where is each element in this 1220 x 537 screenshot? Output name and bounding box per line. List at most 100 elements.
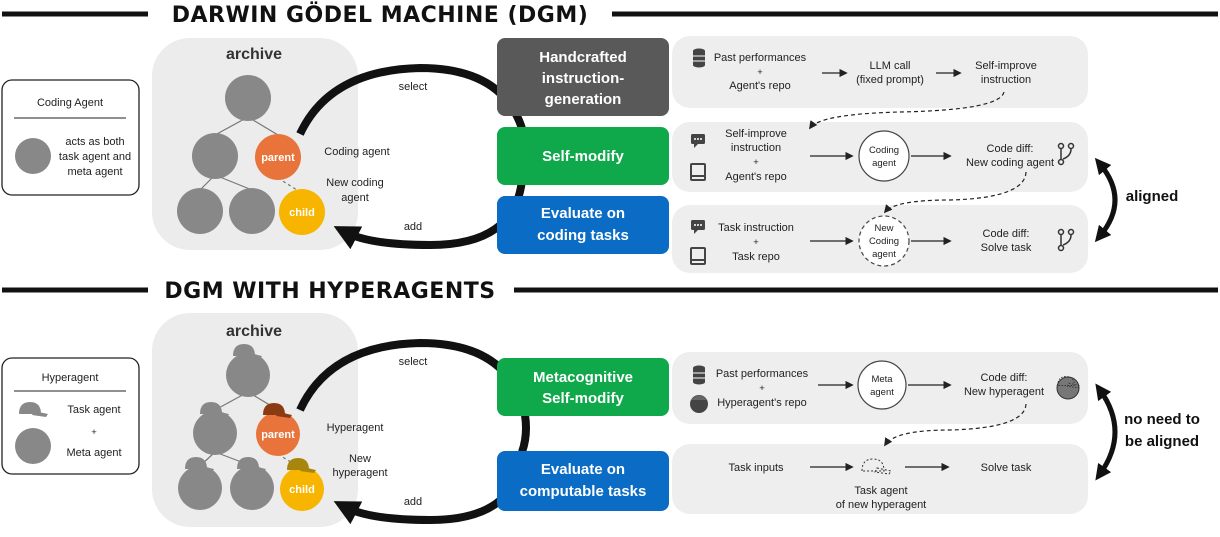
head-icon [1056, 376, 1081, 400]
select-arc [296, 338, 530, 454]
dashed-connector [883, 171, 1027, 214]
step-evaluate-computable: Evaluate on computable tasks [497, 451, 669, 511]
archive-node [226, 353, 270, 397]
row-text: instruction [731, 142, 781, 154]
hyperagent-legend: Hyperagent Task agent + Meta agent [1, 357, 140, 475]
archive-node [177, 188, 223, 234]
child-node [280, 467, 324, 511]
row-text: Self-improve [725, 128, 787, 140]
step-metacognitive-self-modify: Metacognitive Self-modify [497, 358, 669, 416]
archive-node [178, 466, 222, 510]
step-label: generation [545, 91, 622, 108]
row-text: Code diff: [981, 372, 1028, 384]
aligned-label: aligned [1126, 188, 1179, 205]
new-hyperagent-label: hyperagent [332, 467, 387, 479]
parent-node [256, 412, 300, 456]
row-text: Task agent [854, 485, 907, 497]
row-text: Task instruction [718, 222, 794, 234]
legend-line: meta agent [67, 166, 122, 178]
new-hyperagent-label: New [349, 453, 371, 465]
row-text: New hyperagent [964, 386, 1044, 398]
node-text: Meta [871, 374, 893, 385]
book-icon [690, 247, 706, 265]
legend-title: Coding Agent [37, 97, 103, 109]
step-label: Evaluate on [541, 205, 625, 222]
node-text: agent [870, 387, 894, 398]
add-label: add [404, 221, 422, 233]
row-text: Past performances [716, 368, 809, 380]
legend-line: Meta agent [66, 447, 121, 459]
new-coding-agent-label: New coding [326, 177, 383, 189]
node-text: Coding [869, 236, 899, 247]
node-text: Coding [869, 145, 899, 156]
git-branch-icon [1057, 228, 1075, 252]
row-text: Hyperagent's repo [717, 397, 807, 409]
row-text: Solve task [981, 462, 1032, 474]
legend-line: + [91, 427, 97, 438]
row-text: + [753, 237, 759, 248]
step-label: Handcrafted [539, 49, 627, 66]
node-text: agent [872, 158, 896, 169]
parent-label: parent [261, 429, 295, 441]
agent-node-icon [15, 138, 51, 174]
parent-label: parent [261, 152, 295, 164]
node-text: agent [872, 249, 896, 260]
select-label: select [399, 81, 428, 93]
coding-agent-node [858, 130, 910, 182]
meta-agent-node [857, 360, 907, 410]
hyperagent-label: Hyperagent [327, 422, 384, 434]
row-text: + [757, 67, 763, 78]
git-branch-icon [1057, 142, 1075, 166]
legend-line: acts as both [65, 136, 124, 148]
child-label: child [289, 484, 315, 496]
row-text: LLM call [870, 60, 911, 72]
parent-node [255, 134, 301, 180]
top-section-title: DARWIN GÖDEL MACHINE (DGM) [172, 2, 589, 28]
row-text: Self-improve [975, 60, 1037, 72]
row-text: + [759, 383, 765, 394]
row-text: Solve task [981, 242, 1032, 254]
add-arc [333, 455, 526, 525]
row-text: Agent's repo [729, 80, 790, 92]
step-evaluate-coding: Evaluate on coding tasks [497, 196, 669, 254]
archive-node [229, 188, 275, 234]
coding-agent-legend: Coding Agent acts as both task agent and… [1, 79, 140, 196]
archive-label: archive [226, 46, 282, 63]
step-label: Metacognitive [533, 369, 633, 386]
archive-node [230, 466, 274, 510]
coding-agent-label: Coding agent [324, 146, 389, 158]
row-text: Agent's repo [725, 171, 786, 183]
step-label: Evaluate on [541, 461, 625, 478]
step-self-modify: Self-modify [497, 127, 669, 185]
row-text: instruction [981, 74, 1031, 86]
no-need-aligned-label: be aligned [1125, 433, 1199, 450]
legend-line: task agent and [59, 151, 131, 163]
head-icon [15, 428, 51, 464]
row-text: Task inputs [728, 462, 784, 474]
top-archive: archive parent child [152, 38, 358, 250]
child-node [279, 189, 325, 235]
archive-label: archive [226, 323, 282, 340]
dashed-connector [884, 403, 1027, 447]
no-need-aligned-label: no need to [1124, 411, 1200, 428]
row-text: New coding agent [966, 157, 1054, 169]
step-label: coding tasks [537, 227, 629, 244]
legend-line: Task agent [67, 404, 120, 416]
new-coding-agent-node [858, 215, 910, 267]
step-label: Self-modify [542, 390, 624, 407]
select-label: select [399, 356, 428, 368]
chat-icon [691, 220, 705, 234]
step-label: instruction- [542, 70, 625, 87]
row-text: Code diff: [983, 228, 1030, 240]
child-label: child [289, 207, 315, 219]
bottom-archive: archive parent child [152, 313, 358, 527]
row-text: Past performances [714, 52, 807, 64]
archive-node [225, 75, 271, 121]
row-panel [672, 444, 1088, 514]
archive-node [192, 133, 238, 179]
bottom-section-title: DGM WITH HYPERAGENTS [164, 279, 495, 304]
add-arc [333, 179, 526, 250]
row-text: (fixed prompt) [856, 74, 924, 86]
row-text: Code diff: [987, 143, 1034, 155]
database-icon [693, 48, 705, 68]
